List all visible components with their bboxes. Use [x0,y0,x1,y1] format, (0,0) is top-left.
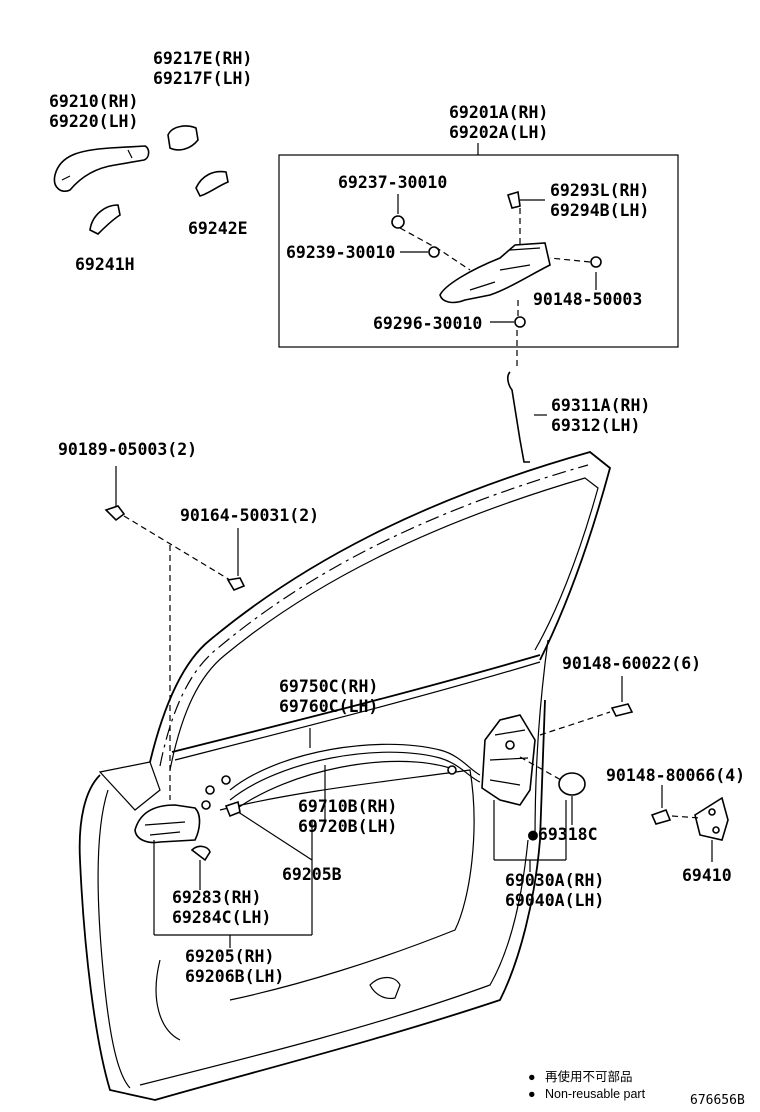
label-90148-50003: 90148-50003 [533,290,642,309]
lock-cables [201,728,481,820]
handle-frame-box [278,143,679,368]
label-69201a: 69201A(RH) [449,103,548,122]
label-69217e: 69217E(RH) [153,49,252,68]
hole-plug-part [558,772,586,825]
label-69760c: 69760C(LH) [279,697,378,716]
legend-symbol-2: ● [528,1087,536,1101]
bolt-90189 [104,466,231,800]
label-69217f: 69217F(LH) [153,69,252,88]
label-69241h: 69241H [75,255,135,274]
label-69220: 69220(LH) [49,112,138,131]
front-pad-part [89,204,121,235]
label-90164: 90164-50031(2) [180,506,319,525]
label-69237: 69237-30010 [338,173,447,192]
label-69210: 69210(RH) [49,92,138,111]
label-69720b: 69720B(LH) [298,817,397,836]
label-69283: 69283(RH) [172,888,261,907]
label-69311a: 69311A(RH) [551,396,650,415]
label-69030a: 69030A(RH) [505,871,604,890]
label-90148-80066: 90148-80066(4) [606,766,745,785]
bolt-90148-60022 [610,676,634,717]
label-69296: 69296-30010 [373,314,482,333]
label-69312: 69312(LH) [551,416,640,435]
label-69318c: ●69318C [528,825,598,844]
label-69294b: 69294B(LH) [550,201,649,220]
handle-cap-part [167,125,199,151]
label-69750c: 69750C(RH) [279,677,378,696]
label-69293l: 69293L(RH) [550,181,649,200]
label-69202a: 69202A(LH) [449,123,548,142]
label-69284c: 69284C(LH) [172,908,271,927]
outside-handle-part [53,145,150,192]
door-lock-assembly [481,711,611,872]
label-69710b: 69710B(RH) [298,797,397,816]
door-striker-part [671,796,729,862]
label-69410: 69410 [682,866,732,885]
label-69242e: 69242E [188,219,248,238]
label-69239: 69239-30010 [286,243,395,262]
label-69040a: 69040A(LH) [505,891,604,910]
legend: ● 再使用不可部品 ● Non-reusable part [528,1069,646,1101]
control-rod-part [507,371,547,463]
clip-90164 [226,528,246,591]
label-69205: 69205(RH) [185,947,274,966]
legend-english: Non-reusable part [545,1087,646,1101]
label-69205b: 69205B [282,865,342,884]
diagram-id: 676656B [690,1093,745,1108]
label-90148-60022: 90148-60022(6) [562,654,701,673]
label-90189: 90189-05003(2) [58,440,197,459]
label-69206b: 69206B(LH) [185,967,284,986]
door-panel [78,451,612,1101]
legend-japanese: 再使用不可部品 [545,1069,633,1084]
inside-handle-part [134,800,313,948]
bolt-90148-80066 [650,785,672,825]
legend-symbol-1: ● [528,1070,536,1084]
rear-pad-part [195,170,229,197]
